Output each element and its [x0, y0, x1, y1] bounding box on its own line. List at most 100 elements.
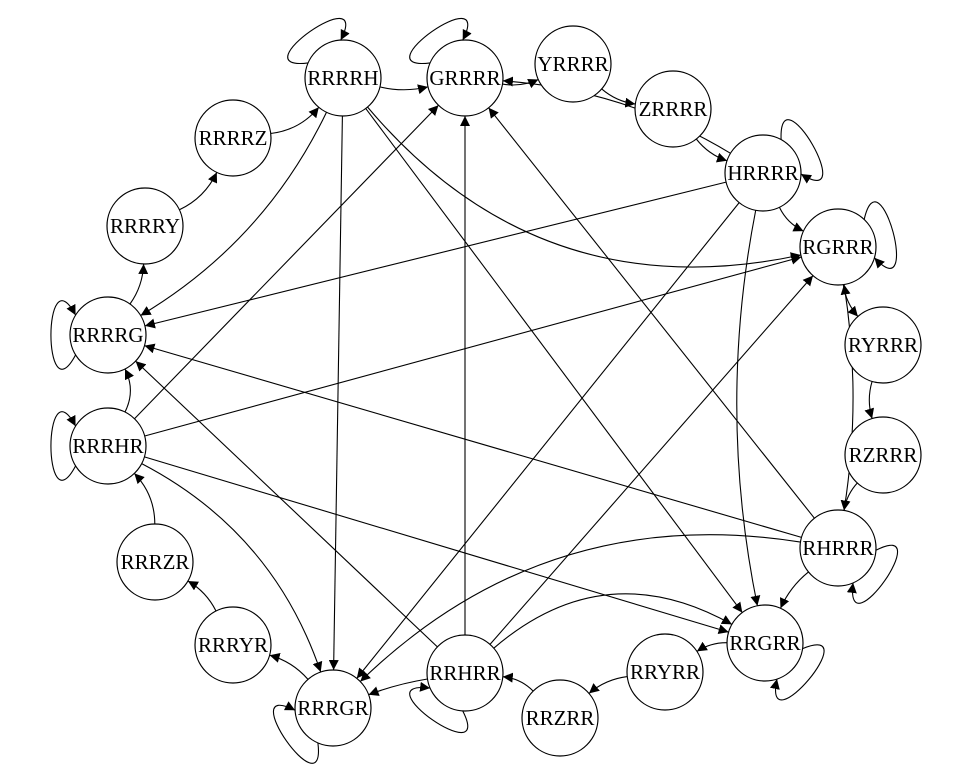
node-rrrgr: RRRGR [294, 669, 372, 747]
node-ryrrr: RYRRR [844, 306, 922, 384]
edge-rrrzr-to-rrrhr [133, 473, 156, 525]
node-label: RRGRR [729, 631, 800, 655]
node-circle [194, 99, 272, 177]
edge-rrhrr-to-rrhrr [409, 681, 469, 733]
node-circle [69, 407, 147, 485]
node-rrhrr: RRHRR [426, 634, 504, 712]
node-circle [426, 39, 504, 117]
node-circle [799, 208, 877, 286]
edge-rgrrr-to-ryrrr [842, 284, 859, 317]
edge-rhrrr-to-rrrgr [359, 534, 801, 682]
node-rrrzr: RRRZR [116, 523, 194, 601]
node-rzrrr: RZRRR [844, 416, 922, 494]
node-grrrr: GRRRR [426, 39, 504, 117]
node-rrgrr: RRGRR [726, 604, 804, 682]
edge-hrrrr-to-rrrrg [144, 181, 727, 329]
edge-rrrrg-to-rrrry [129, 263, 149, 305]
edge-rgrrr-to-rgrrr [863, 201, 898, 269]
node-rrrrz: RRRRZ [194, 99, 272, 177]
edge-rhrrr-to-grrrr [488, 107, 815, 519]
node-rrrrh: RRRRH [304, 39, 382, 117]
node-label: RRHRR [429, 661, 500, 685]
edge-rrrhr-to-grrrr [134, 104, 439, 420]
node-label: RRRRG [72, 323, 143, 347]
edge-rrryr-to-rrrzr [187, 580, 217, 612]
node-circle [69, 296, 147, 374]
node-label: RHRRR [802, 536, 873, 560]
node-circle [116, 523, 194, 601]
node-circle [844, 416, 922, 494]
node-label: YRRRR [537, 52, 608, 76]
edge-rrrrh-to-rrrrh [287, 18, 350, 65]
node-rryrr: RRYRR [626, 633, 704, 711]
edge-rrrhr-to-rrgrr [144, 456, 729, 635]
node-circle [521, 679, 599, 757]
edge-rrhrr-to-rrgrr [493, 593, 733, 649]
node-circle [294, 669, 372, 747]
edge-rrrhr-to-rrrrg [124, 368, 134, 413]
node-label: RZRRR [849, 443, 918, 467]
node-circle [304, 39, 382, 117]
edge-rrhrr-to-rrrgr [368, 678, 428, 696]
node-label: RGRRR [802, 235, 873, 259]
edge-hrrrr-to-hrrrr [780, 119, 824, 184]
edge-yrrrr-to-zrrrr [601, 88, 636, 108]
edge-rrrrh-to-rgrrr [367, 106, 801, 268]
edge-rhrrr-to-rrgrr [779, 571, 809, 609]
edge-rrzrr-to-rrhrr [502, 672, 534, 692]
node-label: RRRGR [297, 696, 368, 720]
edge-rrrrh-to-grrrr [379, 84, 429, 95]
edge-rrrgr-to-rrrgr [273, 701, 320, 764]
edge-rrrrz-to-rrrrh [270, 106, 320, 135]
node-label: RRYRR [630, 660, 700, 684]
edge-rrrrg-to-rrrrg [50, 300, 77, 370]
edge-rhrrr-to-rhrrr [846, 544, 898, 604]
node-hrrrr: HRRRR [724, 134, 802, 212]
edge-rhrrr-to-rgrrr [840, 284, 854, 511]
edge-hrrrr-to-grrrr [502, 76, 731, 154]
node-rrryr: RRRYR [194, 606, 272, 684]
node-circle [724, 134, 802, 212]
edge-rrhrr-to-rrrrg [135, 360, 438, 648]
node-circle [726, 604, 804, 682]
edge-hrrrr-to-rrrgr [356, 202, 740, 679]
node-label: HRRRR [727, 161, 798, 185]
node-zrrrr: ZRRRR [634, 70, 712, 148]
edge-hrrrr-to-rgrrr [778, 207, 804, 232]
node-rrzrr: RRZRR [521, 679, 599, 757]
edge-rrrrh-to-rrrrg [140, 111, 327, 316]
node-label: RRRRH [307, 66, 378, 90]
node-circle [106, 187, 184, 265]
node-label: RYRRR [848, 333, 918, 357]
edge-rrrgr-to-rrryr [269, 653, 309, 680]
nodes-layer: RRRRH GRRRR YRRRR ZRRRR HRRRR RGRRR RYRRR RZRRR… [69, 25, 922, 757]
node-label: RRRRZ [199, 126, 268, 150]
edge-rrgrr-to-rrgrr [770, 644, 825, 701]
node-circle [426, 634, 504, 712]
edge-rrrhr-to-rrrhr [50, 411, 77, 481]
node-label: RRRHR [72, 434, 143, 458]
edge-rrgrr-to-rryrr [696, 641, 728, 652]
node-label: RRRZR [121, 550, 190, 574]
edge-rrrrh-to-rrgrr [365, 108, 743, 613]
node-rhrrr: RHRRR [799, 509, 877, 587]
node-circle [194, 606, 272, 684]
node-circle [626, 633, 704, 711]
edge-rhrrr-to-rrrrg [144, 343, 802, 538]
edge-rryrr-to-rrzrr [588, 676, 628, 694]
node-label: RRRRY [110, 214, 180, 238]
edge-ryrrr-to-rzrrr [864, 381, 875, 419]
edge-rrrhr-to-rgrrr [144, 254, 802, 437]
node-circle [534, 25, 612, 103]
node-yrrrr: YRRRR [534, 25, 612, 103]
node-rgrrr: RGRRR [799, 208, 877, 286]
node-label: GRRRR [429, 66, 500, 90]
node-circle [634, 70, 712, 148]
edges-layer [50, 18, 898, 764]
node-rrrrg: RRRRG [69, 296, 147, 374]
node-label: ZRRRR [639, 97, 708, 121]
node-circle [799, 509, 877, 587]
node-label: RRRYR [198, 633, 268, 657]
edge-rrhrr-to-rgrrr [489, 275, 814, 645]
